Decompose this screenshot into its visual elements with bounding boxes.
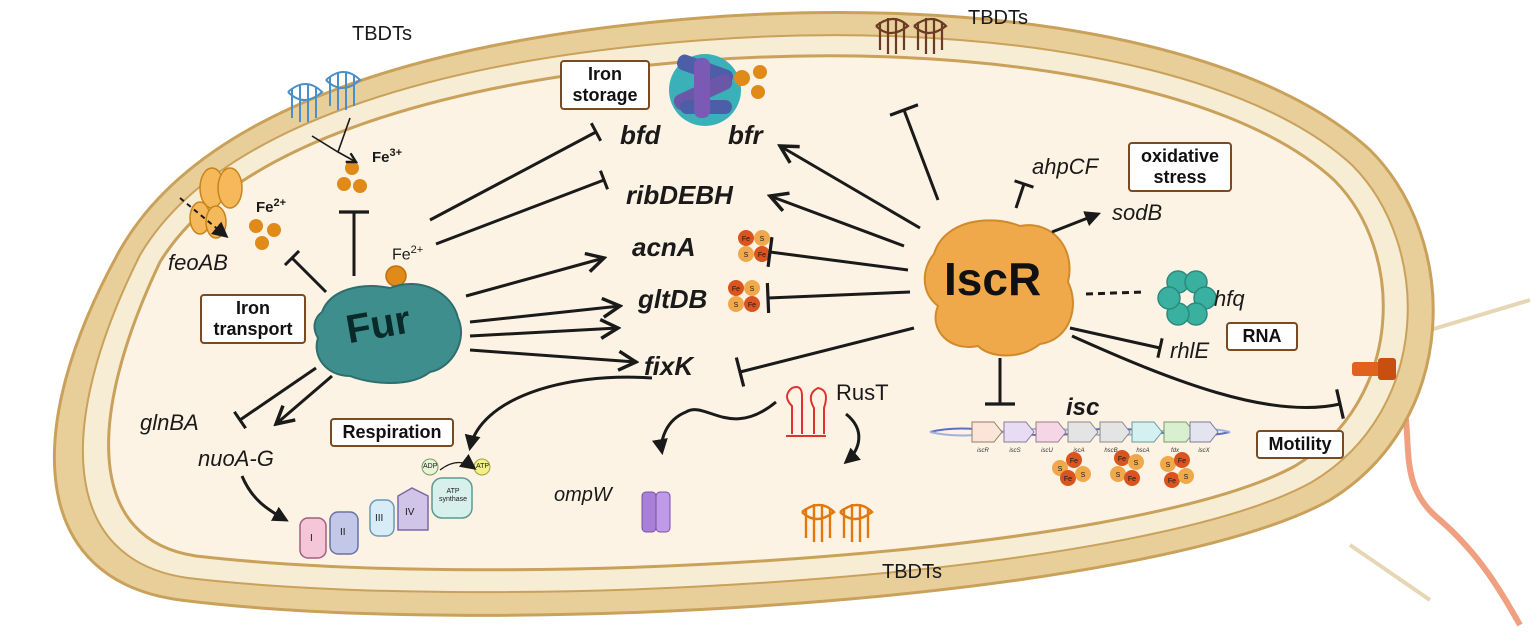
iscr-protein-shape	[923, 219, 1074, 357]
fes-cluster-letter: Fe	[1064, 476, 1072, 483]
rust-srna-icon	[786, 386, 827, 437]
atp-label: ATP	[476, 463, 490, 470]
fes-cluster-letter: S	[760, 236, 765, 243]
fes-cluster-letter: S	[1116, 472, 1121, 479]
fes-cluster-letter: Fe	[742, 236, 750, 243]
isc-operon-gene-label: iscU	[1041, 448, 1053, 454]
fes-cluster-letter: Fe	[1070, 458, 1078, 465]
pilus-top	[1429, 298, 1531, 332]
isc-operon-gene-label: fdx	[1171, 448, 1180, 454]
iscr-edges	[734, 103, 1345, 419]
fes-cluster-icon	[728, 230, 770, 312]
tbdt-bottom-label: TBDTs	[882, 561, 942, 583]
bacterioferritin-icon	[669, 54, 767, 126]
isc-operon-gene-label: iscR	[977, 448, 989, 454]
fes-cluster-letter: S	[744, 252, 749, 259]
fes-cluster-letter: Fe	[758, 252, 766, 259]
ompw-gene: ompW	[554, 484, 612, 506]
fe2-bound-label: Fe2+	[392, 244, 424, 264]
isc-operon-gene-label: iscS	[1009, 448, 1020, 454]
fes-cluster-letter: S	[1184, 474, 1189, 481]
complex-i-label: I	[310, 533, 313, 544]
ahpcf-gene: ahpCF	[1032, 154, 1099, 179]
fe3-label: Fe3+	[372, 147, 403, 166]
iscr-label: IscR	[944, 253, 1042, 305]
isc-operon-gene-label: hscA	[1136, 448, 1149, 454]
nuoa-g-gene: nuoA-G	[198, 446, 274, 471]
feoab-transporter-icon	[179, 167, 243, 239]
fes-cluster-letter: Fe	[1168, 478, 1176, 485]
fes-cluster-letter: S	[1134, 460, 1139, 467]
flagellar-motor	[1352, 358, 1396, 380]
feoab-gene: feoAB	[168, 250, 228, 275]
isc-fes-clusters-icon	[1052, 450, 1194, 488]
complex-ii-label: II	[340, 527, 346, 538]
rust-label: RusT	[836, 380, 889, 405]
tbdt-top-right-label: TBDTs	[968, 7, 1028, 29]
rna-box: RNA	[1226, 322, 1298, 351]
bfr-gene: bfr	[728, 120, 763, 150]
respiratory-chain-icon	[299, 453, 491, 559]
gltdb-gene: gltDB	[638, 284, 708, 314]
pilus-bottom	[1348, 543, 1432, 602]
motility-box: Motility	[1256, 430, 1344, 459]
complex-iv-label: IV	[405, 507, 415, 518]
fur-protein-shape	[313, 283, 463, 384]
fes-cluster-letter: Fe	[1118, 456, 1126, 463]
respiration-box: Respiration	[330, 418, 454, 447]
fe2-iron-icon	[249, 219, 281, 250]
fes-cluster-letter: Fe	[732, 286, 740, 293]
fur-edges	[233, 122, 636, 430]
tbdt-top-left-label: TBDTs	[352, 23, 412, 45]
fes-cluster-letter: S	[750, 286, 755, 293]
adp-label: ADP	[423, 463, 438, 470]
bfd-gene: bfd	[620, 120, 661, 150]
fes-cluster-letter: S	[1081, 472, 1086, 479]
isc-operon-gene-label: hscB	[1104, 448, 1117, 454]
fe3-iron-icon	[337, 161, 367, 193]
isc-gene: isc	[1066, 394, 1100, 421]
fes-cluster-letter: Fe	[748, 302, 756, 309]
tbdt-bottom-icon	[801, 503, 874, 542]
isc-operon-icon	[929, 421, 1231, 443]
tbdt-top-right-icon	[875, 17, 948, 54]
fes-cluster-letter: S	[1058, 466, 1063, 473]
fe2-bound-fur-icon	[385, 265, 407, 287]
hfq-hexamer-icon	[1157, 270, 1217, 326]
fes-cluster-letter: S	[734, 302, 739, 309]
misc-edges	[240, 117, 861, 522]
ompw-porin-icon	[641, 491, 671, 533]
ribdebh-gene: ribDEBH	[626, 180, 733, 210]
fes-cluster-letter: Fe	[1128, 476, 1136, 483]
fixk-gene: fixK	[644, 351, 694, 381]
tbdt-top-left-icon	[287, 71, 362, 122]
complex-iii-label: III	[375, 513, 384, 524]
fur-label: Fur	[342, 297, 414, 353]
acna-gene: acnA	[632, 232, 696, 262]
rhle-gene: rhlE	[1170, 338, 1210, 363]
glnba-gene: glnBA	[140, 410, 199, 435]
sodb-gene: sodB	[1112, 200, 1163, 225]
fes-cluster-letter: Fe	[1178, 458, 1186, 465]
isc-operon-gene-label: iscX	[1198, 448, 1210, 454]
isc-operon-gene-label: iscA	[1073, 448, 1084, 454]
fes-cluster-letter: S	[1166, 462, 1171, 469]
fe2-free-label: Fe2+	[256, 197, 287, 216]
hfq-gene: hfq	[1214, 286, 1245, 311]
